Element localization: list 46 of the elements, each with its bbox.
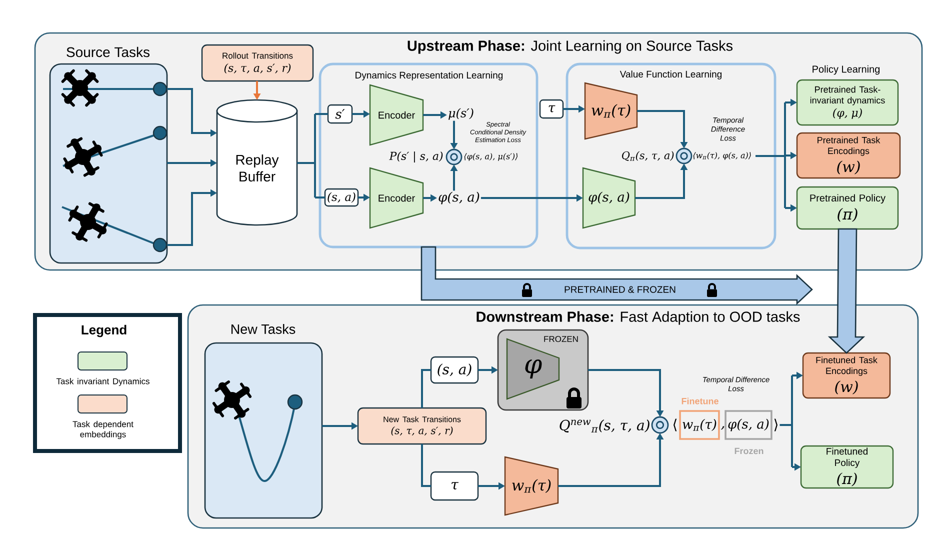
encoder-trapezoid: Encoder <box>369 84 424 146</box>
transitions-box: New Task Transitions (s, τ, a, s′, r) <box>357 407 487 445</box>
formula: ⟩ <box>774 418 778 432</box>
highlight-box: φ(s, a) <box>724 410 772 440</box>
formula: Q$_{π}$(s, τ, a) <box>622 151 674 161</box>
network-trapezoid: w$_{π}$(τ) <box>504 456 559 516</box>
formula: Q$^{new}$$_{π}$(s, τ, a) <box>560 420 650 432</box>
output-box: Pretrained Policy (π) <box>796 186 899 230</box>
formula: ⟨ <box>674 418 677 432</box>
legend-text: Task invariant Dynamics <box>56 378 150 386</box>
connector-line <box>315 113 328 115</box>
connector-line <box>780 374 793 467</box>
network-trapezoid: φ(s, a) <box>582 167 636 229</box>
formula: φ(s, a) <box>438 192 480 204</box>
connector-line <box>421 369 431 408</box>
formula: μ(s′) <box>448 108 474 120</box>
formula: P(s′ | s, a) <box>389 152 443 162</box>
output-box: Finetuned Policy (π) <box>800 445 894 489</box>
edge-label: PRETRAINED & FROZEN <box>563 285 677 294</box>
formula: ⟨w$_{π}$(τ), φ(s, a)⟩ <box>693 152 751 160</box>
output-box: Pretrained Task Encodings (w) <box>796 132 901 179</box>
connector-line <box>756 102 786 208</box>
legend-title: Legend <box>82 324 126 338</box>
block-arrow <box>828 228 866 354</box>
encoder-trapezoid: Encoder <box>369 167 424 229</box>
panel-title: Source Tasks <box>66 46 150 58</box>
connector-line <box>297 113 316 198</box>
highlight-caption: Finetune <box>682 398 718 404</box>
highlight-box: w$_{π}$(τ) <box>679 410 720 440</box>
transitions-box: Rollout Transitions (s, τ, a, s′, r) <box>201 44 314 82</box>
legend-text: Task dependent embeddings <box>72 420 134 440</box>
formula: ⟨φ(s, a), μ(s′)⟩ <box>464 153 518 161</box>
input-box: (s, a) <box>430 356 479 384</box>
panel-title: New Tasks <box>231 324 296 334</box>
input-box: (s, a) <box>324 188 359 207</box>
input-box: s′ <box>327 104 353 124</box>
formula: , <box>721 426 724 430</box>
output-box: Finetuned Task Encodings (w) <box>802 352 891 399</box>
highlight-caption: Frozen <box>734 448 764 454</box>
connector-line <box>315 196 325 198</box>
input-box: τ <box>430 471 479 501</box>
network-trapezoid: w$_{π}$(τ) <box>584 82 638 140</box>
connector-line <box>421 444 431 487</box>
output-box: Pretrained Task-invariant dynamics (φ, μ) <box>796 79 899 126</box>
input-box: τ <box>539 99 564 119</box>
buffer-cylinder: Replay Buffer <box>216 99 298 226</box>
